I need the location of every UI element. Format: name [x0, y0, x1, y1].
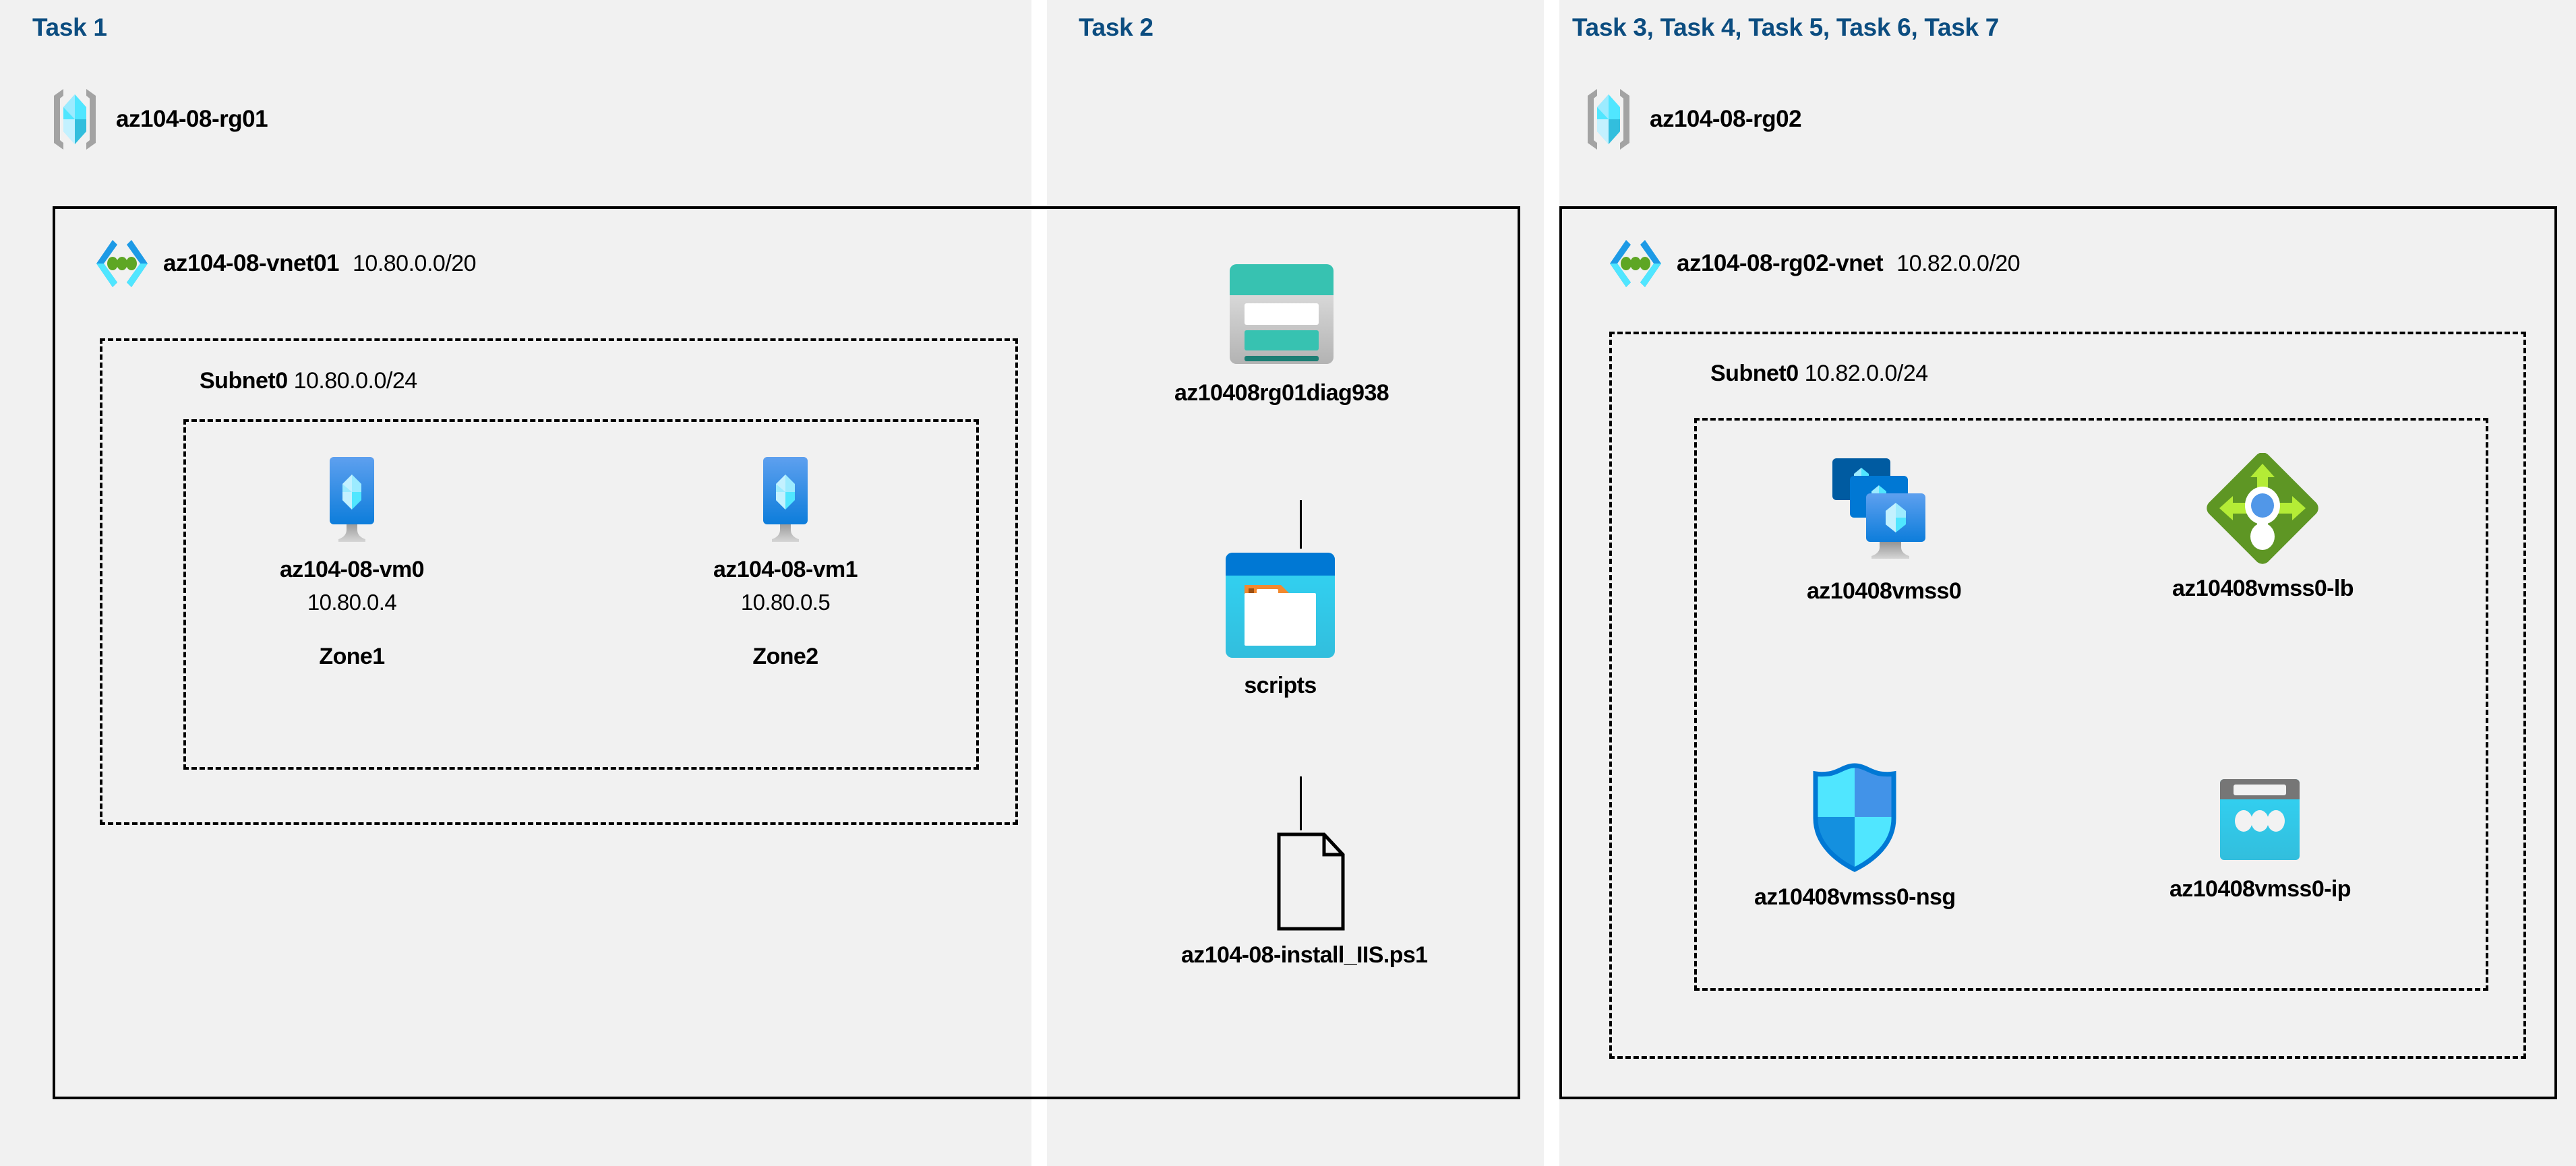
- virtual-network-icon: [94, 237, 150, 290]
- virtual-network-icon: [1608, 237, 1663, 290]
- task1-panel: [0, 0, 1031, 1166]
- task1-title: Task 1: [32, 13, 107, 41]
- blob-container-icon: [1219, 547, 1342, 663]
- task3-title: Task 3, Task 4, Task 5, Task 6, Task 7: [1572, 13, 2000, 41]
- availability-zone-group-boundary: [183, 419, 979, 770]
- vmss-resource-group-boundary: [1694, 418, 2488, 991]
- node-script-file-name: az104-08-install_IIS.ps1: [1181, 942, 1428, 968]
- vnet01-cidr: 10.80.0.0/20: [353, 250, 477, 276]
- node-load-balancer[interactable]: az10408vmss0-lb: [2172, 453, 2354, 602]
- resource-group-rg01[interactable]: az104-08-rg01: [49, 86, 268, 152]
- file-document-icon: [1249, 830, 1360, 933]
- subnet0-left-boundary: [100, 338, 1018, 825]
- node-load-balancer-name: az10408vmss0-lb: [2172, 576, 2354, 601]
- task2-title: Task 2: [1079, 13, 1154, 41]
- vnet02-boundary: [1559, 206, 2557, 1099]
- node-network-security-group[interactable]: az10408vmss0-nsg: [1754, 759, 1956, 911]
- vm-scale-set-icon: [1820, 453, 1948, 569]
- resource-group-icon: [1582, 86, 1635, 152]
- node-vm0-ip: 10.80.0.4: [307, 590, 397, 615]
- resource-group-icon: [49, 86, 101, 152]
- node-vm0-name: az104-08-vm0: [280, 557, 425, 582]
- vnet01-name: az104-08-vnet01: [163, 250, 340, 276]
- node-public-ip-name: az10408vmss0-ip: [2169, 876, 2351, 902]
- network-security-group-icon: [1804, 759, 1905, 875]
- subnet0-right-cidr: 10.82.0.0/24: [1804, 361, 1929, 386]
- node-script-file[interactable]: az104-08-install_IIS.ps1: [1181, 830, 1428, 969]
- node-vm-scale-set-name: az10408vmss0: [1807, 578, 1962, 604]
- task3-panel: [1559, 0, 2576, 1166]
- node-blob-container[interactable]: scripts: [1219, 547, 1342, 699]
- node-vm0-zone: Zone1: [319, 644, 385, 669]
- connector-storage-to-container: [1300, 500, 1302, 549]
- subnet0-left-cidr: 10.80.0.0/24: [293, 368, 418, 394]
- vnet01-header[interactable]: az104-08-vnet01 10.80.0.0/20: [94, 237, 477, 290]
- subnet0-left-label: Subnet0 10.80.0.0/24: [200, 368, 417, 394]
- vnet02-name: az104-08-rg02-vnet: [1677, 250, 1884, 276]
- subnet0-right-boundary: [1609, 332, 2526, 1059]
- vnet02-header[interactable]: az104-08-rg02-vnet 10.82.0.0/20: [1608, 237, 2020, 290]
- connector-container-to-script: [1300, 776, 1302, 830]
- vnet02-cidr: 10.82.0.0/20: [1896, 250, 2020, 276]
- node-vm1[interactable]: az104-08-vm1 10.80.0.5 Zone2: [713, 453, 858, 670]
- node-network-security-group-name: az10408vmss0-nsg: [1754, 884, 1956, 910]
- subnet0-left-name: Subnet0: [200, 368, 288, 394]
- load-balancer-icon: [2205, 453, 2320, 566]
- virtual-machine-icon: [311, 453, 392, 547]
- virtual-machine-icon: [745, 453, 826, 547]
- node-vm1-zone: Zone2: [752, 644, 818, 669]
- resource-group-rg02-label: az104-08-rg02: [1650, 106, 1802, 132]
- resource-group-rg02[interactable]: az104-08-rg02: [1582, 86, 1802, 152]
- node-vm0[interactable]: az104-08-vm0 10.80.0.4 Zone1: [280, 453, 425, 670]
- node-blob-container-name: scripts: [1244, 673, 1317, 698]
- public-ip-address-icon: [2211, 774, 2309, 867]
- node-vm1-ip: 10.80.0.5: [740, 590, 831, 615]
- node-storage-account-name: az10408rg01diag938: [1174, 380, 1389, 406]
- storage-account-icon: [1218, 257, 1346, 371]
- node-public-ip[interactable]: az10408vmss0-ip: [2169, 774, 2351, 902]
- subnet0-right-label: Subnet0 10.82.0.0/24: [1710, 361, 1928, 387]
- node-vm1-name: az104-08-vm1: [713, 557, 858, 582]
- node-storage-account[interactable]: az10408rg01diag938: [1174, 257, 1389, 406]
- vnet01-boundary: [53, 206, 1520, 1099]
- subnet0-right-name: Subnet0: [1710, 361, 1799, 386]
- node-vm-scale-set[interactable]: az10408vmss0: [1807, 453, 1962, 605]
- resource-group-rg01-label: az104-08-rg01: [116, 106, 268, 132]
